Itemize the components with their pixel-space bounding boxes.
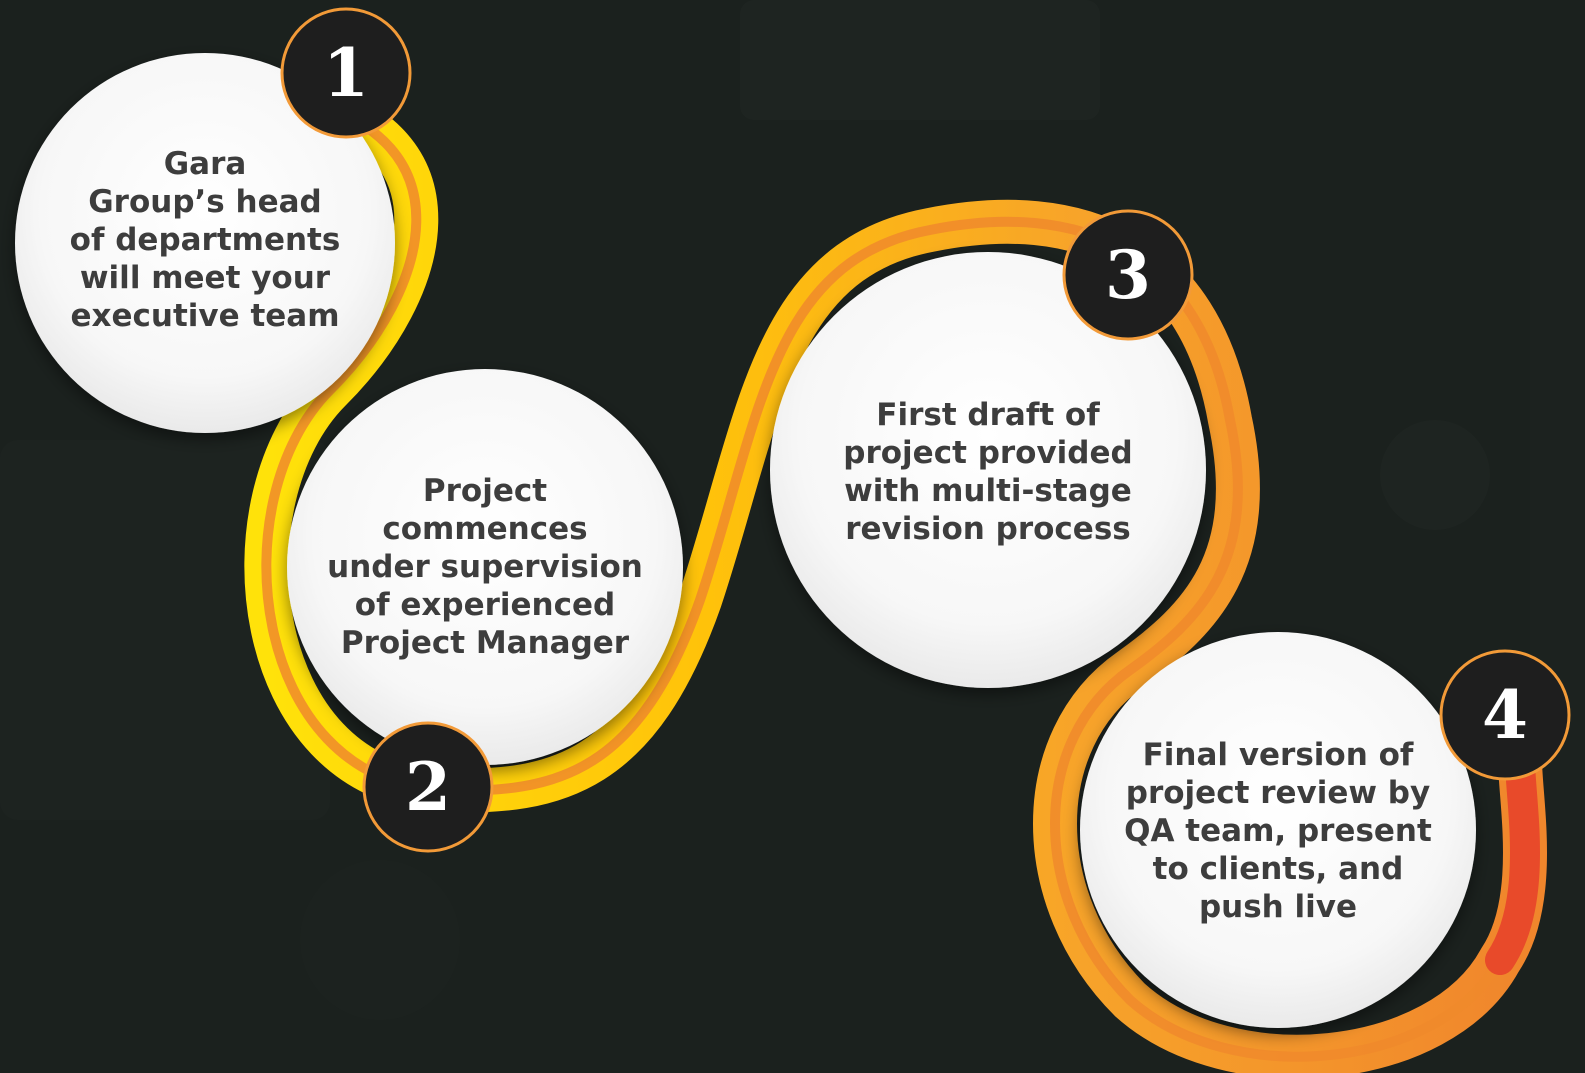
flow-ribbon-inner xyxy=(261,95,1530,1062)
step-badge-circle-3 xyxy=(1062,209,1194,341)
step-text-3: First draft of project provided with mul… xyxy=(843,397,1133,547)
step-number-2: 2 xyxy=(405,748,451,826)
step-circle-3 xyxy=(770,252,1206,688)
step-badge-circle-2 xyxy=(362,721,494,853)
step-badge-circle-4 xyxy=(1439,649,1571,781)
step-circle-1 xyxy=(15,53,395,433)
step-number-4: 4 xyxy=(1482,676,1528,754)
step-text-4: Final version of project review by QA te… xyxy=(1124,737,1432,925)
step-number-1: 1 xyxy=(323,34,369,112)
step-circle-4 xyxy=(1080,632,1476,1028)
step-number-3: 3 xyxy=(1105,236,1151,314)
step-circle-2 xyxy=(287,369,683,765)
step-text-1: Gara Group’s head of departments will me… xyxy=(69,146,341,334)
step-text-2: Project commences under supervision of e… xyxy=(327,473,643,661)
step-badge-circle-1 xyxy=(280,7,412,139)
